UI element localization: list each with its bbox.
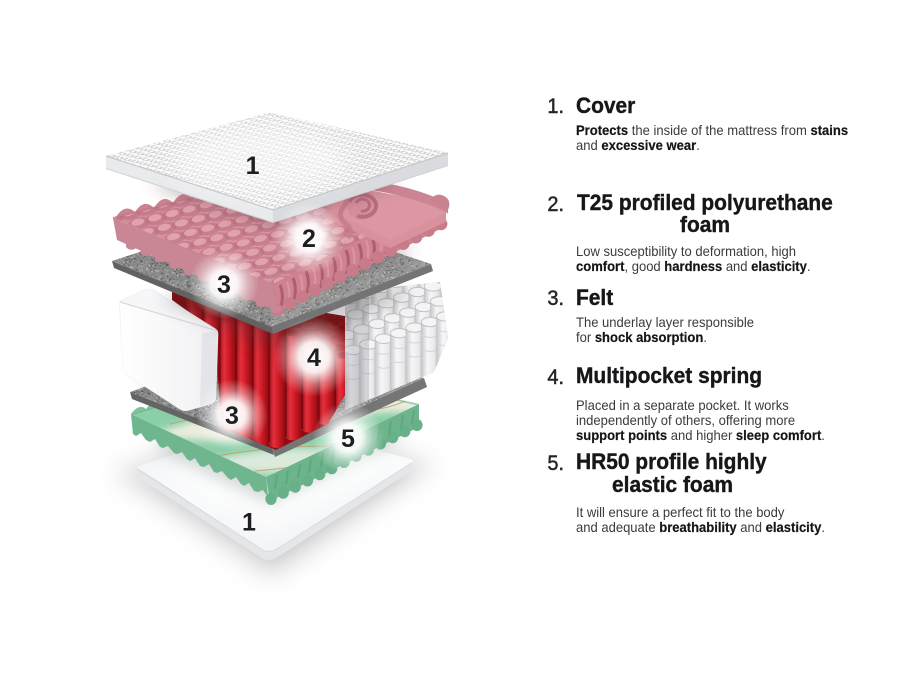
svg-text:1: 1 (246, 152, 260, 180)
svg-text:3: 3 (225, 402, 239, 430)
svg-text:3: 3 (217, 271, 231, 299)
svg-text:4: 4 (307, 344, 321, 372)
svg-text:5: 5 (341, 425, 355, 453)
svg-text:2: 2 (302, 225, 316, 253)
svg-text:1: 1 (242, 509, 256, 537)
